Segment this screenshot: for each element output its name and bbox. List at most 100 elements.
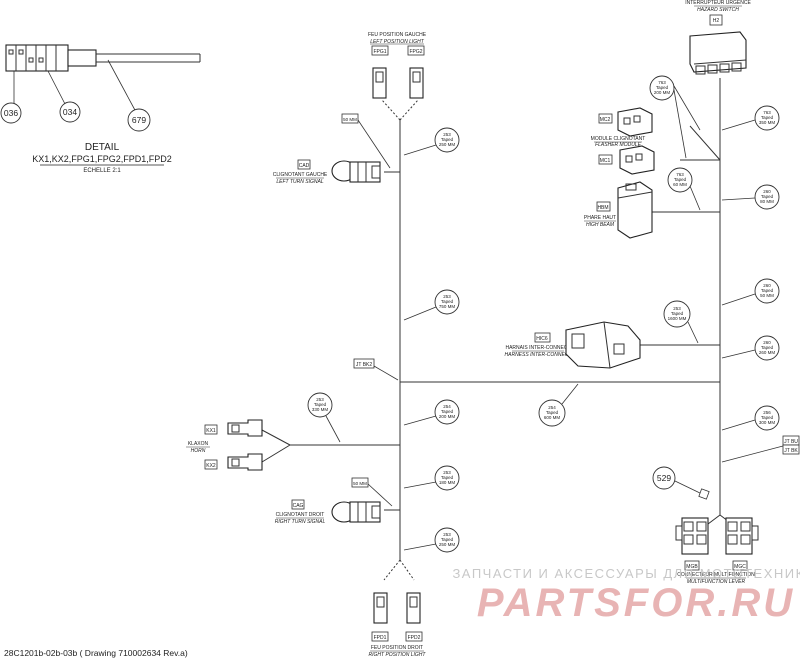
hic6-label-en: HARNESS INTER-CONNECT — [505, 352, 573, 358]
hic6-tag-box — [534, 332, 551, 343]
fpd2-connector — [406, 592, 421, 624]
cag-label-fr: CLIGNOTANT DROIT — [276, 512, 325, 518]
h2-label-fr: INTERRUPTEUR URGENCE — [685, 0, 751, 6]
h2-tag-box — [709, 14, 723, 26]
taped-260-50-num: 260 — [763, 283, 771, 288]
fpd-label-en: RIGHT POSITION LIGHT — [369, 652, 427, 658]
kx2-tag-box — [204, 459, 218, 470]
taped-253-750-num: 253 — [443, 294, 451, 299]
taped-253-250-top-kind: Taped — [441, 137, 454, 142]
taped-763-200 — [649, 75, 675, 101]
watermark-logo: PARTSFOR.RU — [477, 581, 795, 625]
taped-254-600-kind: Taped — [546, 410, 559, 415]
taped-253-1600-kind: Taped — [671, 311, 684, 316]
cag-tag-box — [291, 499, 305, 510]
taped-763-200-kind: Taped — [656, 85, 669, 90]
callout-679 — [127, 108, 151, 132]
high-beam-connector — [617, 181, 653, 239]
mc1-connector — [619, 145, 655, 175]
fpg1-connector — [372, 67, 387, 99]
taped-254-600 — [538, 399, 566, 427]
taped-260-50-kind: Taped — [761, 288, 774, 293]
detail-connector — [5, 44, 201, 72]
jt-bk-box — [782, 444, 800, 455]
taped-253-250-top — [434, 127, 460, 153]
fpd2-tag: FPD2 — [408, 635, 421, 641]
hazard-switch-connector — [689, 31, 747, 75]
taped-253-180-kind: Taped — [441, 475, 454, 480]
mgc-label-en: MULTIFUNCTION LEVER — [687, 579, 746, 585]
callout-034-label: 034 — [63, 107, 77, 117]
fpg2-tag-box — [407, 45, 425, 56]
mgc-label-fr: CONNECTEUR MULTIFONCTION — [677, 572, 755, 578]
taped-254-200-kind: Taped — [441, 409, 454, 414]
kx1-tag: KX1 — [206, 428, 216, 434]
mc2-connector — [617, 107, 653, 137]
taped-254-200-num: 254 — [443, 404, 451, 409]
mgc-tag-box — [732, 560, 748, 571]
callout-679-label: 679 — [132, 115, 146, 125]
taped-256-300-num: 256 — [763, 410, 771, 415]
taped-253-1600-len: 1600 MM — [668, 316, 687, 321]
fpg-label-en: LEFT POSITION LIGHT — [370, 39, 425, 45]
taped-253-250-top-len: 250 MM — [439, 142, 456, 147]
klaxon-label-en: HORN — [191, 448, 206, 454]
callout-529 — [652, 466, 676, 490]
taped-763-60-len: 60 MM — [673, 182, 687, 187]
taped-253-330 — [307, 392, 333, 418]
taped-254-600-num: 254 — [548, 405, 556, 410]
taped-253-750-kind: Taped — [441, 299, 454, 304]
taped-254-200-len: 200 MM — [439, 414, 456, 419]
taped-253-250-bottom-num: 253 — [443, 532, 451, 537]
mc2-tag: MC2 — [600, 117, 611, 123]
mgb-connector — [675, 517, 709, 555]
splice-icon — [698, 488, 710, 500]
taped-254-200 — [434, 399, 460, 425]
dim-50mm-bottom-box — [351, 477, 369, 488]
jt-bk2-box — [353, 358, 375, 369]
taped-256-300 — [754, 405, 780, 431]
mc2-tag-box — [598, 113, 613, 124]
cad-label-en: LEFT TURN SIGNAL — [276, 179, 323, 185]
taped-260-80-kind: Taped — [761, 194, 774, 199]
mc-label-en: FLASHER MODULE — [595, 142, 642, 148]
callout-036 — [0, 102, 22, 124]
cag-label-en: RIGHT TURN SIGNAL — [275, 519, 326, 525]
drawing-reference: 28C1201b-02b-03b ( Drawing 710002634 Rev… — [4, 648, 188, 658]
fpg-label-fr: FEU POSITION GAUCHE — [368, 32, 427, 38]
cad-tag-box — [297, 159, 311, 170]
callout-529-label: 529 — [657, 473, 671, 483]
kx1-connector — [227, 419, 263, 437]
taped-260-50-len: 50 MM — [760, 293, 774, 298]
taped-253-250-bottom-len: 250 MM — [439, 542, 456, 547]
kx1-tag-box — [204, 424, 218, 435]
dim-50mm-top-box — [341, 113, 359, 124]
taped-253-180 — [434, 465, 460, 491]
taped-253-250-bottom-kind: Taped — [441, 537, 454, 542]
hic6-tag: HIC6 — [536, 336, 548, 342]
fpd1-tag: FPD1 — [374, 635, 387, 641]
taped-260-260-kind: Taped — [761, 345, 774, 350]
cad-label-fr: CLIGNOTANT GAUCHE — [273, 172, 328, 178]
taped-260-80 — [754, 184, 780, 210]
taped-260-80-len: 80 MM — [760, 199, 774, 204]
cad-tag: CAD — [299, 163, 310, 169]
taped-763-200-len: 200 MM — [654, 90, 671, 95]
hic6-label-fr: HARNAIS INTER-CONNECT — [505, 345, 570, 351]
taped-260-260-num: 260 — [763, 340, 771, 345]
hbm-tag-box — [596, 201, 611, 212]
taped-763-60-num: 763 — [676, 172, 684, 177]
mgb-tag-box — [684, 560, 700, 571]
taped-253-750 — [434, 289, 460, 315]
mgc-connector — [725, 517, 759, 555]
mgc-tag: MGC — [734, 564, 746, 570]
taped-253-250-bottom — [434, 527, 460, 553]
detail-title: DETAIL — [85, 142, 120, 153]
h2-tag: H2 — [713, 18, 720, 24]
klaxon-label-fr: KLAXON — [188, 441, 209, 447]
taped-260-80-num: 260 — [763, 189, 771, 194]
taped-253-330-len: 330 MM — [312, 407, 329, 412]
taped-253-180-num: 253 — [443, 470, 451, 475]
hbm-label-fr: PHARE HAUT — [584, 215, 616, 221]
